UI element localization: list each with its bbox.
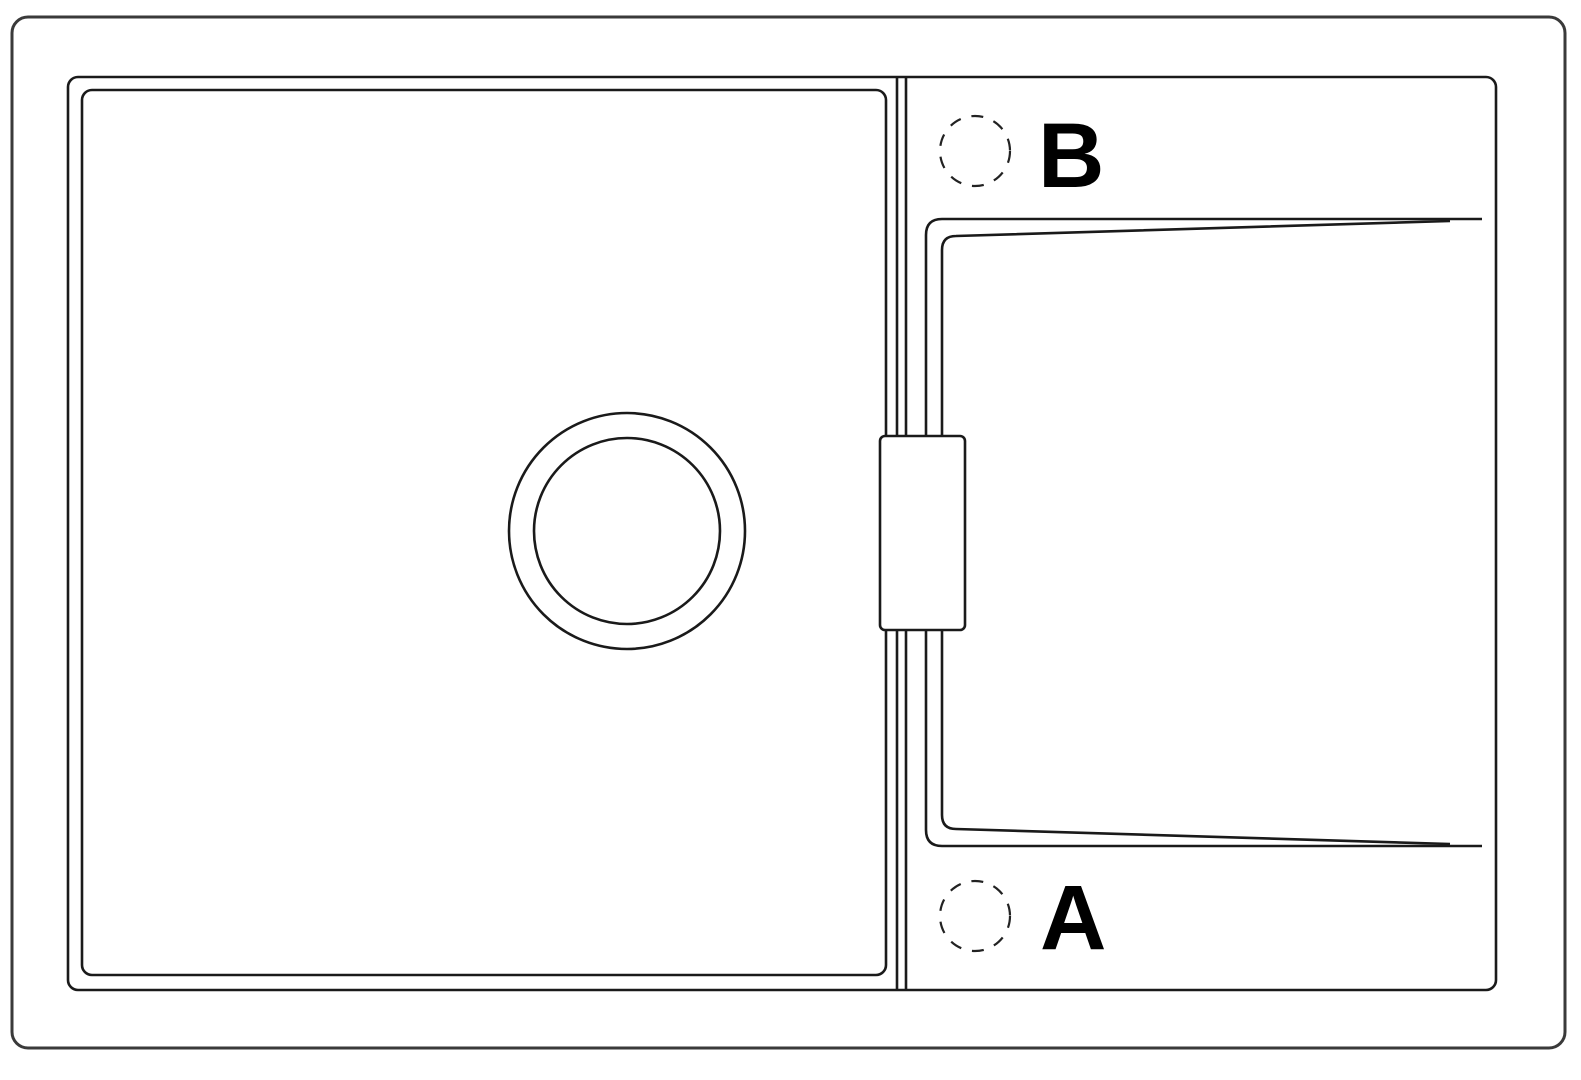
drain-outer-ring: [507, 411, 747, 651]
tap-hole-a-icon: [938, 879, 1012, 953]
drainboard-outer: [924, 217, 1482, 848]
drain: [507, 411, 747, 651]
drainboard-inner: [940, 219, 1451, 846]
tap-hole-a-label: A: [1040, 867, 1107, 969]
outer-frame: [10, 15, 1567, 1050]
tap-hole-b-label: B: [1038, 105, 1105, 207]
drain-inner-ring: [532, 436, 722, 626]
overflow-connector: [878, 434, 967, 632]
sink-rim: [66, 75, 1498, 992]
tap-hole-b-icon: [938, 114, 1012, 188]
bowl: [80, 88, 888, 977]
